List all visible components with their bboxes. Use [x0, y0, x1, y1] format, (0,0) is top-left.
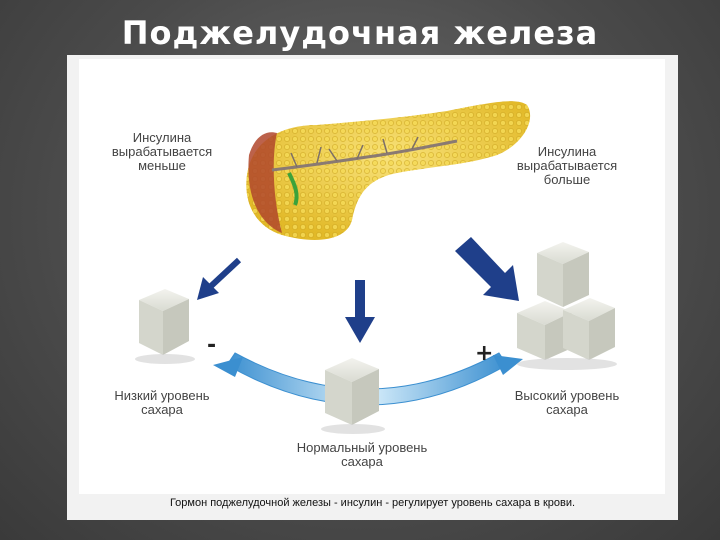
label-more-insulin: Инсулина вырабатывается больше	[516, 144, 618, 187]
arrow-to-normal	[345, 280, 375, 343]
arrow-to-low	[197, 257, 242, 300]
label-low-sugar: Низкий уровень сахара	[114, 388, 210, 417]
pancreas-image	[246, 101, 531, 240]
arc-right-arrowhead	[493, 355, 523, 375]
diagram-card: Инсулина вырабатывается меньше Инсулина …	[67, 55, 678, 520]
label-less-insulin: Инсулина вырабатывается меньше	[111, 130, 213, 173]
plus-sign: +	[475, 341, 494, 366]
arrow-to-high	[455, 237, 519, 301]
arc-left-arrowhead	[213, 357, 243, 377]
label-high-sugar: Высокий уровень сахара	[514, 388, 620, 417]
minus-sign: -	[207, 333, 217, 358]
diagram-caption: Гормон поджелудочной железы - инсулин - …	[169, 497, 576, 509]
sugar-cubes-high	[517, 242, 617, 370]
diagram-illustration	[135, 101, 617, 434]
sugar-cube-normal	[321, 358, 385, 434]
label-normal-sugar: Нормальный уровень сахара	[296, 440, 428, 469]
sugar-cube-low	[135, 289, 195, 364]
slide-title: Поджелудочная железа	[121, 14, 599, 52]
